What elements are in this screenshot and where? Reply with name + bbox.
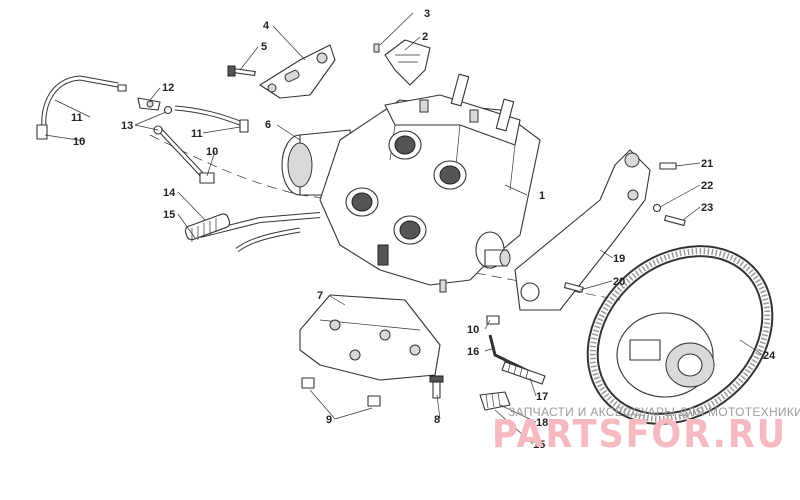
callout-19: 19 <box>613 253 625 265</box>
callout-12: 12 <box>162 82 174 94</box>
callout-4: 4 <box>263 20 270 32</box>
part-20-bracket-bolt <box>563 282 584 293</box>
engine-block <box>319 73 541 293</box>
callout-15-b: 15 <box>533 439 545 451</box>
corrugated-section <box>184 213 231 242</box>
leader-lines <box>44 12 764 445</box>
callout-11-b: 11 <box>191 128 203 140</box>
callout-24: 24 <box>763 350 776 362</box>
callout-11-a: 11 <box>71 112 83 124</box>
callout-21: 21 <box>701 158 713 170</box>
watermark: ЗАПЧАСТИ И АКСЕССУАРЫ ДЛЯ МОТОТЕХНИКИ PA… <box>492 405 800 456</box>
part-11-fuel-hose <box>36 75 246 180</box>
watermark-caption: ЗАПЧАСТИ И АКСЕССУАРЫ ДЛЯ МОТОТЕХНИКИ <box>508 405 800 419</box>
callout-17: 17 <box>536 391 548 403</box>
part-13-clamps <box>117 84 173 135</box>
intake-ports <box>345 130 467 245</box>
callout-18: 18 <box>536 417 548 429</box>
callout-2: 2 <box>422 31 428 43</box>
part-14-breather-hose <box>184 212 321 253</box>
callout-10-c: 10 <box>467 324 479 336</box>
callout-22: 22 <box>701 180 713 192</box>
callout-1: 1 <box>539 190 545 202</box>
part-24-drive-belt <box>586 245 774 425</box>
part-17-drain-hose <box>501 361 546 385</box>
part-10-small-clamp <box>486 315 500 325</box>
drive-clutch <box>616 312 715 398</box>
callout-3: 3 <box>424 8 430 20</box>
top-fittings <box>419 73 515 132</box>
part-10-clamp <box>199 119 249 184</box>
callout-14: 14 <box>163 187 176 199</box>
part-5-bolt <box>227 65 256 77</box>
part-12-t-fitting <box>137 97 161 111</box>
callout-13: 13 <box>121 120 133 132</box>
callout-5: 5 <box>261 41 267 53</box>
callout-20: 20 <box>613 276 625 288</box>
part-4-upper-mount-bracket <box>259 44 336 99</box>
callout-9: 9 <box>326 414 332 426</box>
crankshaft-output <box>475 231 511 269</box>
callout-6: 6 <box>265 119 271 131</box>
part-9-rubber-feet <box>301 377 381 407</box>
callout-10-a: 10 <box>73 136 85 148</box>
part-19-side-mount-bracket <box>514 149 651 311</box>
callout-7: 7 <box>317 290 323 302</box>
part-15-hose-coil <box>479 391 511 411</box>
part-3-rope-clip <box>373 43 380 53</box>
part-2-recoil-handle <box>384 39 431 86</box>
hose-routing-line <box>149 134 341 201</box>
callout-8: 8 <box>434 414 440 426</box>
part-22-washer <box>652 203 662 213</box>
part-23-bolt <box>664 214 686 227</box>
callout-23: 23 <box>701 202 713 214</box>
watermark-logo: PARTSFOR.RU <box>492 412 787 456</box>
callout-10-b: 10 <box>206 146 218 158</box>
callout-numbers: 1 2 3 4 5 6 7 8 9 10 10 10 11 11 12 13 1… <box>71 8 776 451</box>
part-8-mount-bolt <box>429 375 444 399</box>
callout-16: 16 <box>467 346 479 358</box>
callout-15-a: 15 <box>163 209 175 221</box>
part-7-lower-mount-plate <box>299 294 441 381</box>
part-21-bolt <box>659 162 677 170</box>
